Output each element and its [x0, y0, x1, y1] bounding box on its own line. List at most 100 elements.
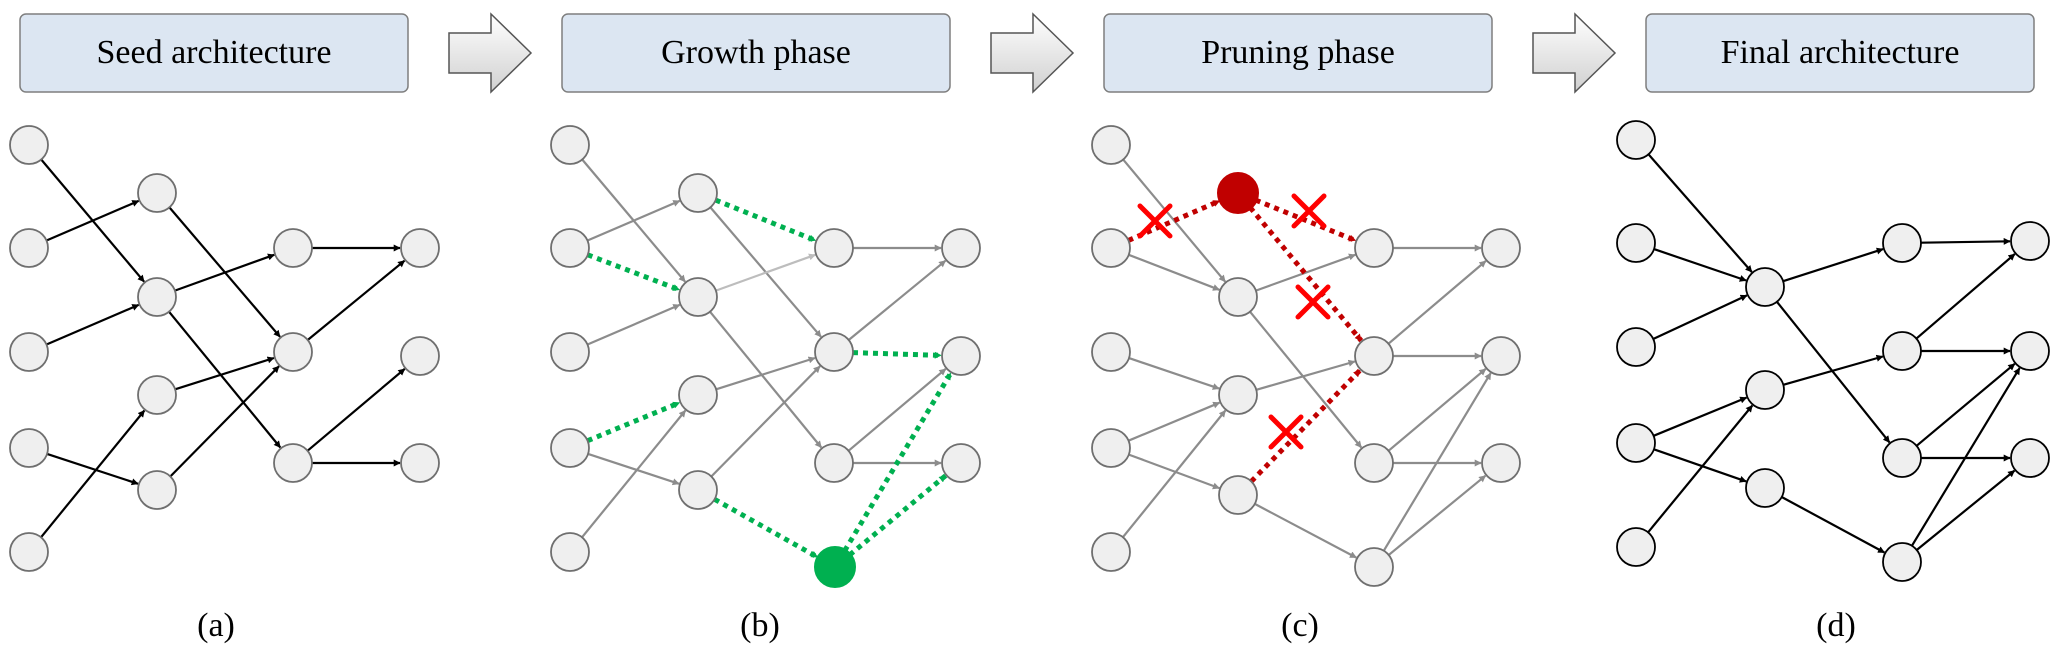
neuron-node: [941, 228, 981, 268]
pruned-neuron-node: [1217, 172, 1259, 214]
neuron-node: [1616, 423, 1656, 463]
connection-arrow: [715, 356, 816, 391]
neuron-node: [9, 532, 49, 572]
neuron-node: [1616, 327, 1656, 367]
neuron-node: [400, 336, 440, 376]
connection-arrow: [847, 368, 947, 452]
red-cross-icon: [1291, 193, 1327, 229]
red-cross-icon: [1268, 414, 1304, 450]
block-right-arrow-icon: [1532, 12, 1617, 94]
panel-c-header: Pruning phase: [1103, 13, 1493, 93]
neuron-node: [1481, 443, 1521, 483]
neuron-node: [9, 228, 49, 268]
neuron-node: [137, 470, 177, 510]
connection-arrow: [1653, 448, 1747, 483]
connection-arrow: [1254, 502, 1357, 559]
neuron-node: [678, 173, 718, 213]
connection-arrow: [848, 473, 948, 557]
connection-arrow: [1653, 396, 1748, 437]
neuron-node: [814, 228, 854, 268]
neuron-node: [137, 277, 177, 317]
neuron-node: [400, 228, 440, 268]
connection-arrow: [714, 197, 817, 243]
panel-b-graph: [550, 125, 981, 588]
block-right-arrow-icon: [990, 12, 1075, 94]
connection-arrow: [1781, 496, 1886, 554]
connection-arrow: [46, 303, 140, 346]
neuron-node: [941, 443, 981, 483]
neuron-node: [814, 332, 854, 372]
neuron-node: [1745, 267, 1785, 307]
connection-arrow: [168, 311, 282, 449]
connection-arrow: [1652, 294, 1748, 340]
connection-arrow: [40, 409, 146, 538]
connection-arrow: [1249, 311, 1363, 449]
neuron-node: [1745, 370, 1785, 410]
connection-arrow: [1255, 253, 1356, 292]
connection-arrow: [852, 350, 942, 359]
neuron-node: [814, 443, 854, 483]
neuron-node: [1218, 375, 1258, 415]
connection-arrow: [587, 199, 681, 242]
neuron-node: [1218, 277, 1258, 317]
new-neuron-node: [814, 546, 856, 588]
connection-arrow: [169, 365, 280, 478]
connection-arrow: [710, 365, 821, 478]
panel-d-caption: (d): [1816, 607, 1856, 644]
panel-a-title: Seed architecture: [96, 34, 331, 71]
connection-arrow: [1128, 453, 1220, 490]
connection-arrow: [1255, 359, 1356, 391]
connection-arrow: [709, 311, 823, 449]
neuron-node: [1616, 120, 1656, 160]
neuron-node: [1481, 336, 1521, 376]
neuron-node: [1481, 228, 1521, 268]
block-right-arrow-icon: [448, 12, 533, 94]
connection-arrow: [174, 253, 275, 292]
panel-a-title-box: [19, 13, 409, 93]
panel-c-graph: [1091, 125, 1521, 587]
connection-arrow: [842, 371, 953, 552]
neuron-node: [1354, 336, 1394, 376]
neuron-node: [1091, 228, 1131, 268]
panel-c-title: Pruning phase: [1201, 34, 1395, 71]
connection-arrow: [1916, 469, 2016, 551]
neuron-node: [1218, 475, 1258, 515]
panel-d-graph: [1616, 120, 2050, 582]
neuron-node: [1354, 443, 1394, 483]
connection-arrow: [586, 252, 681, 293]
connection-arrow: [587, 303, 681, 346]
panel-d-title: Final architecture: [1721, 34, 1960, 71]
panel-d-title-box: [1645, 13, 2035, 93]
neuron-node: [273, 443, 313, 483]
neuron-node: [2010, 331, 2050, 371]
neuron-node: [1616, 223, 1656, 263]
neuron-node: [400, 443, 440, 483]
connection-arrow: [715, 253, 816, 292]
connection-arrow: [1776, 301, 1891, 444]
connection-arrow: [1254, 197, 1357, 243]
panel-a-graph: [9, 125, 440, 572]
panel-b-title-box: [561, 13, 951, 93]
neuron-node: [273, 332, 313, 372]
neuron-node: [2010, 221, 2050, 261]
neuron-node: [550, 532, 590, 572]
connection-arrow: [1382, 372, 1492, 552]
neuron-node: [9, 428, 49, 468]
neuron-node: [1616, 527, 1656, 567]
neuron-node: [1091, 532, 1131, 572]
connection-arrow: [46, 199, 140, 242]
neuron-node: [1091, 332, 1131, 372]
connection-arrow: [848, 259, 947, 341]
neuron-node: [678, 375, 718, 415]
connection-arrow: [1127, 198, 1221, 243]
connection-arrow: [586, 400, 681, 444]
neuron-node: [1354, 228, 1394, 268]
connection-arrow: [307, 259, 406, 341]
connection-arrow: [174, 356, 275, 391]
neuron-node: [9, 332, 49, 372]
neuron-node: [9, 125, 49, 165]
neuron-node: [1882, 223, 1922, 263]
neuron-node: [550, 228, 590, 268]
neuron-node: [1745, 468, 1785, 508]
connection-arrow: [713, 497, 819, 560]
